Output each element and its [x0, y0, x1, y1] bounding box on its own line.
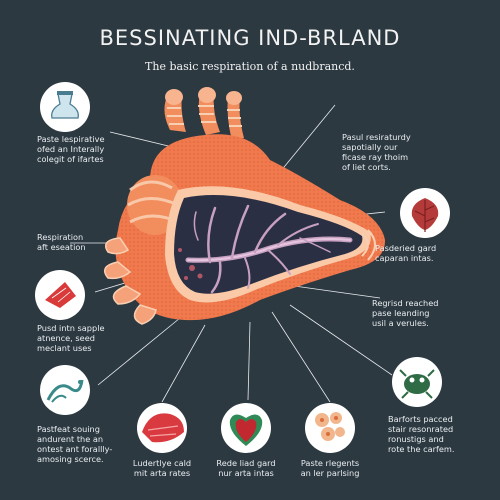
cells-icon [305, 403, 355, 453]
label-bottom-left: Ludertlye cald mit arta rates [132, 458, 192, 478]
label-left-lower: Pusd intn sapple atnence, seed meclant u… [37, 323, 105, 353]
creature-icon [392, 357, 442, 407]
gill-icon [35, 270, 85, 320]
label-mid-right: Pasderied gard caparan intas. [375, 243, 437, 263]
heart-icon [221, 403, 271, 453]
label-top-right: Pasul resiraturdy sapotially our ficase … [342, 132, 411, 172]
label-top-left: Paste lespirative ofed an Interally cole… [37, 134, 105, 164]
cerata [103, 237, 157, 325]
tissue-icon [137, 403, 187, 453]
leaf-icon [400, 188, 450, 238]
label-mid-left: Respiration aft eseation [37, 232, 86, 252]
label-bottom-far-right: Barforts pacced stair resonrated ronusti… [388, 414, 455, 454]
vessel-network [185, 204, 353, 294]
label-bottom-right: Paste rlegents an ler parlsing [300, 458, 360, 478]
rhinophores [164, 87, 244, 140]
label-bottom-far-left: Pastfeat souing andurent the an ontest a… [37, 424, 113, 464]
page-title: BESSINATING IND-BRLAND [99, 26, 401, 50]
page-subtitle: The basic respiration of a nudbrancd. [145, 60, 355, 73]
label-right-lower: Regrisd reached pase leanding usil a ver… [372, 298, 439, 328]
label-bottom-mid: Rede liad gard nur arta intas [216, 458, 276, 478]
nudibranch-body [103, 87, 386, 325]
flask-icon [40, 82, 90, 132]
worm-icon [40, 365, 90, 415]
